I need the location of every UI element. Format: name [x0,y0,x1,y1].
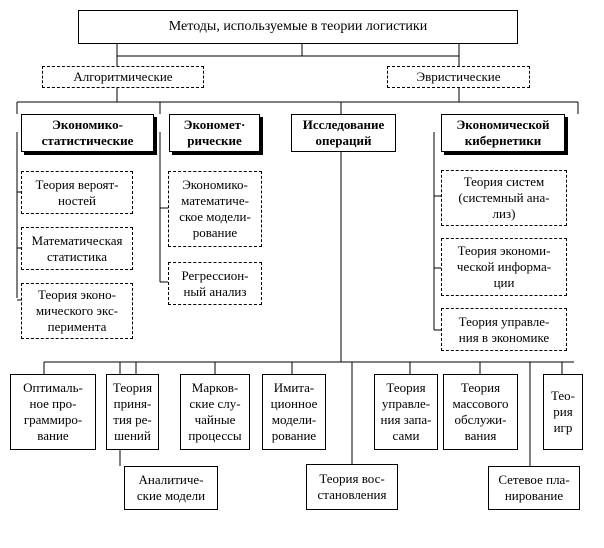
cybernetics-item-information: Теория экономи- ческой информа- ции [441,238,567,296]
connector-econometric [159,132,168,283]
group-econometric: Экономет· рические [169,114,260,152]
connector-operations-bus [43,152,574,374]
connector-branches-groups [16,88,579,114]
connector-cybernetics [433,132,441,331]
connector-econ-stat [16,132,21,301]
method-markov-processes: Марков- ские слу- чайные процессы [180,374,250,450]
group-cybernetics: Экономической кибернетики [441,114,565,152]
cybernetics-item-systems: Теория систем (системный ана- лиз) [441,170,567,226]
econometric-item-modeling: Экономико- математиче- ское модели- рова… [168,171,262,247]
branch-algorithmic: Алгоритмические [42,66,204,88]
method-simulation: Имита- ционное модели- рование [262,374,326,450]
group-econ-stat: Экономико- статистические [21,114,154,152]
method-decision-theory: Теория приня- тия ре- шений [106,374,159,450]
method-renewal-theory: Теория вос- становления [306,464,398,510]
econ-stat-item-probability: Теория вероят- ностей [21,171,133,214]
method-queueing-theory: Теория массового обслужи- вания [443,374,518,450]
econ-stat-item-experiment: Теория эконо- мического экс- перимента [21,283,133,339]
method-inventory-theory: Теория управле- ния запа- сами [374,374,438,450]
connector-title-branches [116,44,460,66]
econ-stat-item-statistics: Математическая статистика [21,227,133,270]
branch-heuristic: Эвристические [387,66,530,88]
method-analytical-models: Аналитиче- ские модели [124,466,218,510]
group-operations-research: Исследование операций [291,114,396,152]
econometric-item-regression: Регрессион- ный анализ [168,262,262,305]
method-network-planning: Сетевое пла- нирование [488,466,580,510]
cybernetics-item-management: Теория управле- ния в экономике [441,308,567,351]
method-game-theory: Тео- рия игр [543,374,583,450]
method-optimal-programming: Оптималь- ное про- граммиро- вание [10,374,96,450]
diagram-title: Методы, используемые в теории логистики [78,10,518,44]
